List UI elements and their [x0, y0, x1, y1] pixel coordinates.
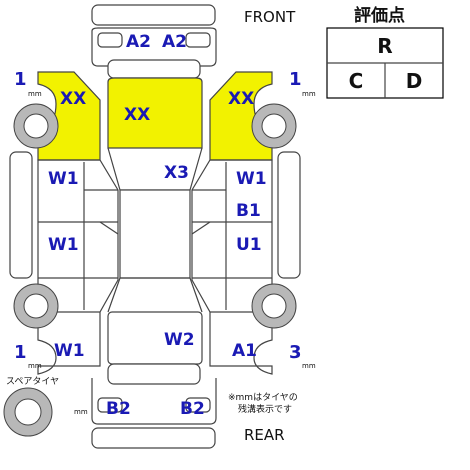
mark-left-fender: XX — [60, 89, 86, 109]
tire-depth-rear-left: 1 — [14, 342, 27, 363]
mark-roof: X3 — [164, 163, 189, 183]
tire-unit-front-left: mm — [28, 90, 42, 98]
rear-left-tire — [13, 283, 59, 329]
mark-trunk: W2 — [164, 330, 195, 350]
tire-depth-rear-right: 3 — [289, 342, 302, 363]
mark-front-bumper-left: A2 — [126, 32, 151, 52]
tire-depth-front-right: 1 — [289, 69, 302, 90]
rear-bumper-parts — [91, 363, 217, 449]
mark-right-rear-door: U1 — [236, 235, 262, 255]
front-label: FRONT — [244, 8, 296, 26]
front-left-tire — [13, 103, 59, 149]
mark-right-rear-quarter: A1 — [232, 341, 257, 361]
hood-panel — [107, 77, 203, 149]
front-bumper-parts — [91, 4, 217, 79]
tire-unit-rear-right: mm — [302, 362, 316, 370]
mark-rear-bumper-right: B2 — [180, 399, 205, 419]
tire-unit-rear-left: mm — [28, 362, 42, 370]
mark-hood: XX — [124, 105, 150, 125]
note-line-2: 残溝表示です — [238, 403, 292, 415]
grade-title: 評価点 — [354, 5, 405, 26]
mark-left-rear-door: W1 — [48, 235, 79, 255]
note-line-1: ※mmはタイヤの — [228, 392, 298, 403]
grade-table — [326, 27, 444, 99]
mark-left-front-door: W1 — [48, 169, 79, 189]
tire-unit-spare: mm — [74, 408, 88, 416]
spare-tire — [3, 387, 53, 437]
tire-depth-front-left: 1 — [14, 69, 27, 90]
grade-interior: C — [349, 69, 364, 93]
spare-tire-label: スペアタイヤ — [6, 376, 59, 387]
rear-right-tire — [251, 283, 297, 329]
grade-overall: R — [377, 34, 392, 58]
mark-left-rear-quarter: W1 — [54, 341, 85, 361]
rear-label: REAR — [244, 426, 285, 444]
mark-right-front-door-2: B1 — [236, 201, 261, 221]
mark-rear-bumper-left: B2 — [106, 399, 131, 419]
mark-right-fender: XX — [228, 89, 254, 109]
mark-right-front-door-1: W1 — [236, 169, 267, 189]
front-right-tire — [251, 103, 297, 149]
grade-exterior: D — [406, 69, 423, 93]
tire-unit-front-right: mm — [302, 90, 316, 98]
mark-front-bumper-right: A2 — [162, 32, 187, 52]
